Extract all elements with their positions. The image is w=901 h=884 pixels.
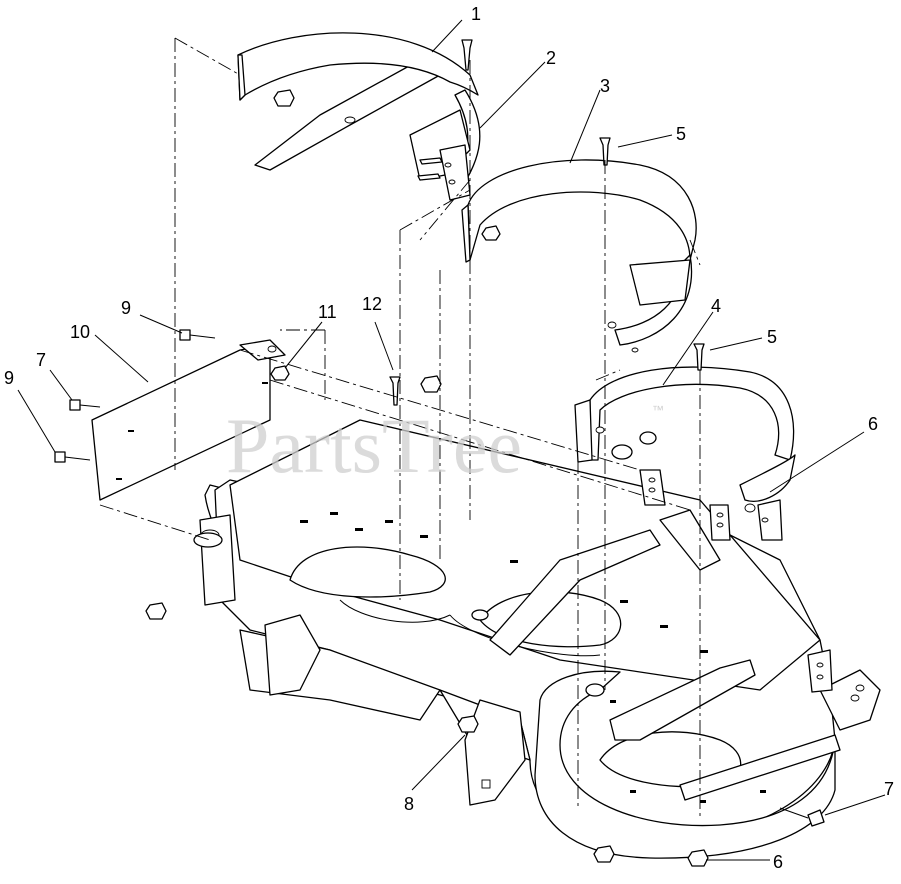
callout-5-right: 5 [767,327,777,347]
deck-housing [199,419,881,859]
blade-center [489,529,661,656]
bracket-part-2 [409,109,471,201]
assembly-guide-lines [99,37,701,820]
callout-9-left: 9 [4,368,14,388]
callout-6-right: 6 [868,414,878,434]
blade-right [609,659,756,741]
callout-labels: 1 2 3 4 5 5 6 6 7 7 8 9 9 10 11 12 [4,4,894,872]
callout-7-left: 7 [36,350,46,370]
watermark-trademark: ™ [652,403,664,417]
watermark-text: PartsTree [226,402,522,489]
side-plate-part-10 [91,339,286,501]
callout-7-right: 7 [884,779,894,799]
callout-12: 12 [362,294,382,314]
callout-8: 8 [404,794,414,814]
callout-2: 2 [546,48,556,68]
baffle-part-4 [574,366,796,541]
callout-10: 10 [70,322,90,342]
baffle-part-3 [461,159,697,353]
callout-3: 3 [600,76,610,96]
callout-1: 1 [471,4,481,24]
leader-lines [17,19,886,861]
partstree-watermark: PartsTree ™ [226,402,664,489]
callout-9-top: 9 [121,298,131,318]
callout-5-top: 5 [676,124,686,144]
callout-4: 4 [711,296,721,316]
callout-11: 11 [318,302,337,322]
hardware [54,39,825,867]
callout-6-bottom: 6 [773,852,783,872]
